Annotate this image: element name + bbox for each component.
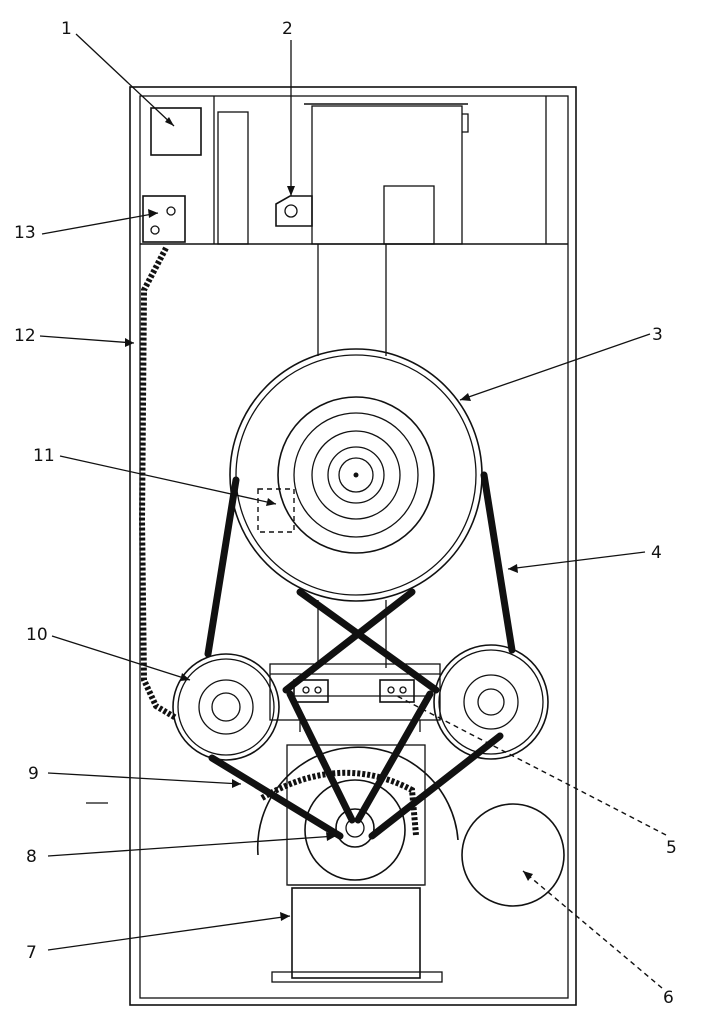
- top-compartment: [140, 96, 568, 245]
- callout-7: 7: [26, 943, 37, 963]
- arrowhead-2: [287, 186, 295, 196]
- leader-6: [522, 870, 663, 989]
- callout-8: 8: [26, 847, 37, 867]
- callout-4: 4: [651, 543, 662, 563]
- leader-10: [51, 635, 191, 681]
- callout-9: 9: [28, 764, 39, 784]
- part-8-motor: [256, 744, 459, 886]
- leader-8: [47, 835, 337, 857]
- callout-13: 13: [14, 223, 36, 243]
- callout-11: 11: [33, 446, 55, 466]
- part-2-bracket: [275, 195, 313, 227]
- part-3-drum: [229, 348, 483, 602]
- leader-12: [39, 335, 135, 344]
- arrowhead-9: [232, 779, 241, 788]
- arrowhead-12: [125, 338, 134, 347]
- leader-1: [75, 33, 175, 127]
- callout-2: 2: [282, 19, 293, 39]
- cabinet-frame: [129, 86, 577, 1006]
- arrowhead-11: [266, 498, 276, 506]
- leader-4: [507, 551, 646, 570]
- part-11-sensor: [257, 488, 295, 533]
- arrowhead-3: [460, 393, 471, 401]
- right-pulley: [433, 644, 549, 760]
- callout-1: 1: [61, 19, 72, 39]
- part-4-belts: [204, 471, 516, 840]
- leader-7: [47, 915, 291, 951]
- arrowhead-7: [280, 912, 290, 921]
- callout-12: 12: [14, 326, 36, 346]
- callout-labels: 1 2 3 4 5 6 7 8 9 10 11 12 13: [14, 19, 677, 1008]
- part-1-box: [150, 107, 202, 156]
- part-12-conduit: [138, 246, 178, 721]
- leader-13: [41, 212, 159, 235]
- part-6-tank: [461, 803, 565, 907]
- callout-5: 5: [666, 838, 677, 858]
- part-5-carriage: [269, 663, 441, 732]
- callout-10: 10: [26, 625, 48, 645]
- arrowhead-1: [165, 117, 174, 126]
- arrowhead-8: [326, 832, 336, 841]
- leader-lines: [39, 33, 667, 989]
- motor-drive-pulley: [335, 808, 375, 848]
- arrowhead-10: [180, 673, 190, 681]
- leader-5: [394, 694, 667, 836]
- arrowhead-6: [523, 871, 533, 881]
- leader-9: [47, 772, 242, 785]
- leader-3: [459, 333, 651, 401]
- part-10-left-pulley: [172, 653, 280, 761]
- callout-3: 3: [652, 325, 663, 345]
- part-13-plate: [142, 195, 186, 243]
- callout-6: 6: [663, 988, 674, 1008]
- leader-11: [59, 455, 277, 505]
- part-7-base: [271, 887, 443, 983]
- arrowhead-4: [508, 564, 518, 573]
- arrowhead-13: [148, 209, 158, 218]
